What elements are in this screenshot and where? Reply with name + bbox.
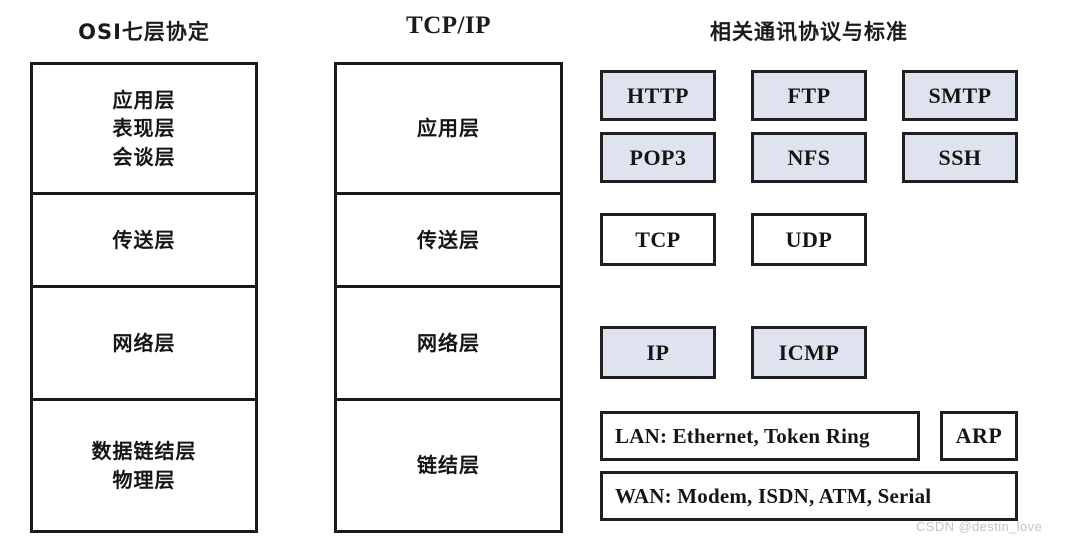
tcpip-column-title: TCP/IP bbox=[406, 12, 491, 39]
protocol-box-smtp: SMTP bbox=[902, 70, 1018, 121]
protocol-box-lan: LAN: Ethernet, Token Ring bbox=[600, 411, 920, 461]
osi-column-title: OSI七层协定 bbox=[78, 20, 210, 44]
tcpip-row-network: 网络层 bbox=[337, 288, 560, 401]
protocol-box-nfs: NFS bbox=[751, 132, 867, 183]
osi-row-datalink-physical: 数据链结层 物理层 bbox=[33, 401, 255, 530]
protocol-box-ftp: FTP bbox=[751, 70, 867, 121]
tcpip-row-transport-label: 传送层 bbox=[417, 227, 480, 252]
protocols-column-title: 相关通讯协议与标准 bbox=[710, 20, 908, 44]
protocol-box-arp: ARP bbox=[940, 411, 1018, 461]
osi-row-application: 应用层 表现层 会谈层 bbox=[33, 65, 255, 195]
tcpip-row-application: 应用层 bbox=[337, 65, 560, 195]
tcpip-row-application-label: 应用层 bbox=[417, 116, 480, 141]
tcpip-row-link-label: 链结层 bbox=[417, 453, 480, 478]
osi-row-application-line-3: 会谈层 bbox=[112, 144, 176, 169]
osi-row-application-line-2: 表现层 bbox=[112, 116, 176, 141]
osi-row-transport: 传送层 bbox=[33, 195, 255, 288]
protocol-box-wan: WAN: Modem, ISDN, ATM, Serial bbox=[600, 471, 1018, 521]
protocol-box-tcp: TCP bbox=[600, 213, 716, 266]
osi-row-network-label: 网络层 bbox=[112, 330, 176, 355]
osi-row-network: 网络层 bbox=[33, 288, 255, 401]
osi-row-physical-label: 物理层 bbox=[112, 467, 176, 492]
protocol-box-pop3: POP3 bbox=[600, 132, 716, 183]
protocol-box-ip: IP bbox=[600, 326, 716, 379]
osi-row-transport-label: 传送层 bbox=[112, 227, 176, 252]
watermark-text: CSDN @destin_love bbox=[916, 519, 1043, 534]
tcpip-row-link: 链结层 bbox=[337, 401, 560, 530]
osi-row-application-line-1: 应用层 bbox=[112, 87, 176, 112]
protocol-box-icmp: ICMP bbox=[751, 326, 867, 379]
protocol-box-ssh: SSH bbox=[902, 132, 1018, 183]
tcpip-row-transport: 传送层 bbox=[337, 195, 560, 288]
protocol-box-udp: UDP bbox=[751, 213, 867, 266]
osi-stack: 应用层 表现层 会谈层 传送层 网络层 数据链结层 物理层 bbox=[30, 62, 258, 533]
tcpip-row-network-label: 网络层 bbox=[417, 330, 480, 355]
osi-row-datalink-label: 数据链结层 bbox=[91, 439, 197, 464]
tcpip-stack: 应用层 传送层 网络层 链结层 bbox=[334, 62, 563, 533]
protocol-box-http: HTTP bbox=[600, 70, 716, 121]
